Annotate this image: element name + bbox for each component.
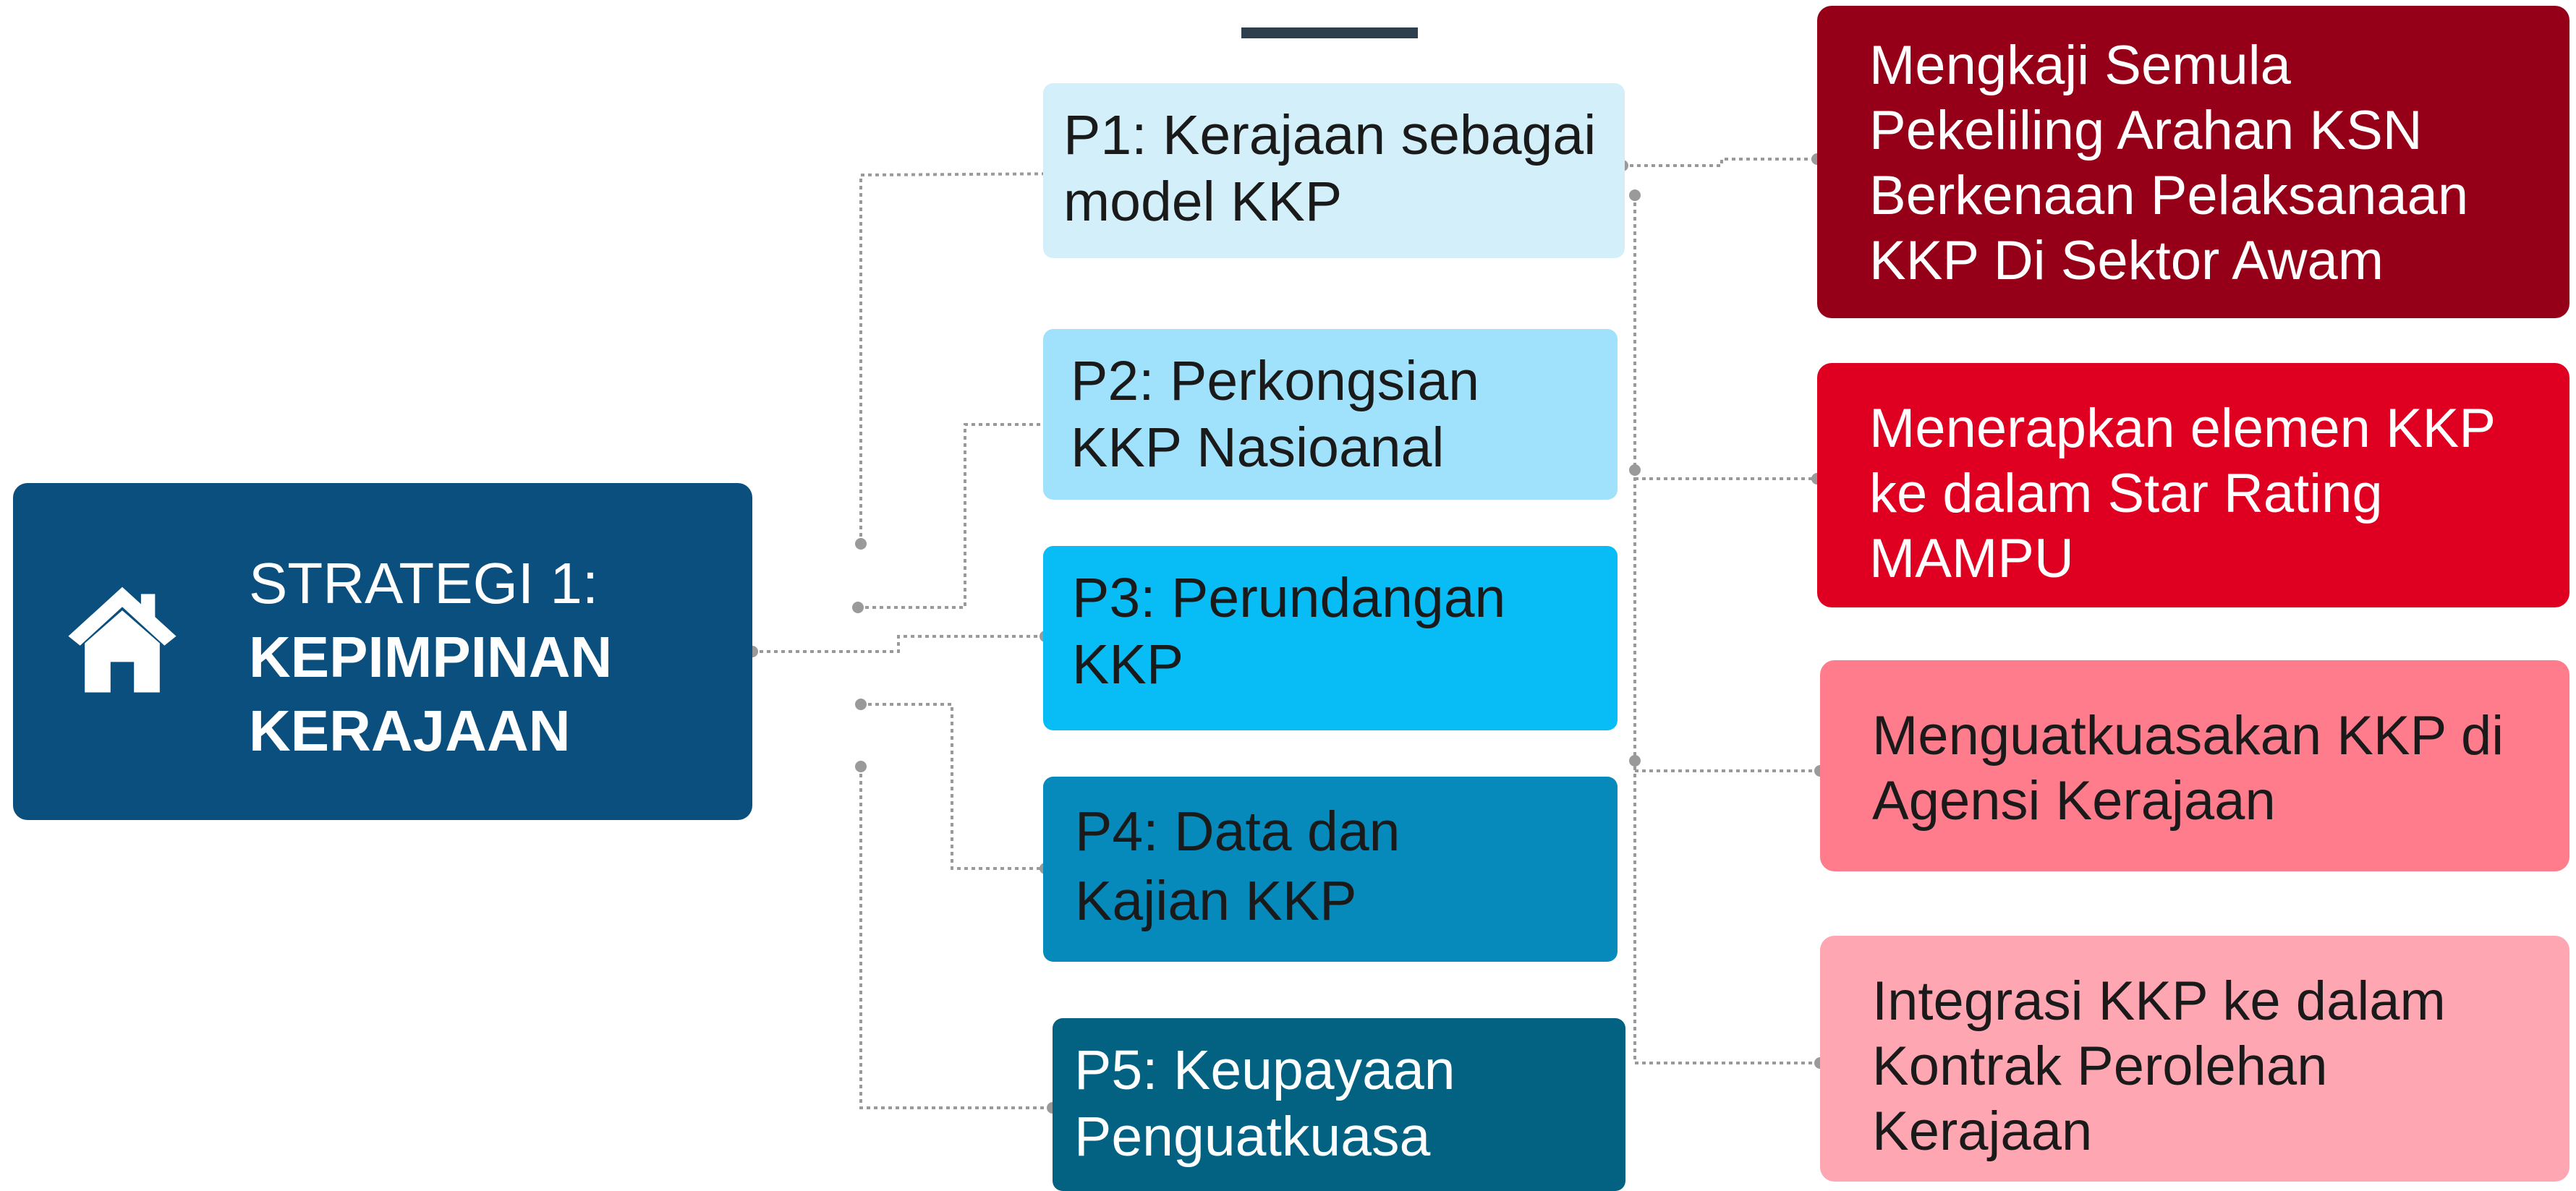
pillar-label: P5: Keupayaan Penguatkuasa xyxy=(1074,1039,1455,1168)
pillar-p1: P1: Kerajaan sebagai model KKP xyxy=(1043,83,1625,258)
connector-strategy-p3 xyxy=(752,635,1045,653)
initiative-3: Menguatkuasakan KKP di Agensi Kerajaan xyxy=(1820,660,2569,871)
initiative-4: Integrasi KKP ke dalam Kontrak Perolehan… xyxy=(1820,936,2569,1182)
pillar-label: P3: Perundangan KKP xyxy=(1072,567,1506,696)
pillar-p2: P2: Perkongsian KKP Nasioanal xyxy=(1043,329,1618,500)
connector-dot xyxy=(1629,189,1641,201)
initiative-label: Mengkaji Semula Pekeliling Arahan KSN Be… xyxy=(1869,35,2469,291)
initiative-2: Menerapkan elemen KKP ke dalam Star Rati… xyxy=(1817,363,2569,607)
strategy-label: STRATEGI 1: xyxy=(249,551,599,615)
pillar-label: P1: Kerajaan sebagai model KKP xyxy=(1063,104,1597,233)
header-accent-bar xyxy=(1241,27,1418,38)
connector-strategy-p5 xyxy=(859,767,1053,1109)
initiative-1: Mengkaji Semula Pekeliling Arahan KSN Be… xyxy=(1817,6,2569,318)
pillar-label: P4: Data dan Kajian KKP xyxy=(1075,801,1400,932)
strategy-title: KEPIMPINAN KERAJAAN xyxy=(249,625,613,763)
home-icon xyxy=(68,586,177,693)
pillar-label: P2: Perkongsian KKP Nasioanal xyxy=(1071,350,1480,479)
connector-dot xyxy=(855,538,867,550)
connector-p1-i1 xyxy=(1623,158,1817,167)
connector-dot xyxy=(855,699,867,710)
initiative-label: Integrasi KKP ke dalam Kontrak Perolehan… xyxy=(1872,970,2446,1162)
initiative-label: Menerapkan elemen KKP ke dalam Star Rati… xyxy=(1869,398,2495,589)
pillar-p3: P3: Perundangan KKP xyxy=(1043,546,1618,730)
pillar-p5: P5: Keupayaan Penguatkuasa xyxy=(1053,1018,1625,1191)
connector-strategy-p4 xyxy=(861,703,1045,870)
connector-dot xyxy=(852,602,864,613)
pillar-p4: P4: Data dan Kajian KKP xyxy=(1043,777,1618,962)
connector-dot xyxy=(1629,464,1641,476)
connector-dot xyxy=(1629,755,1641,767)
strategy-box: STRATEGI 1: KEPIMPINAN KERAJAAN xyxy=(13,483,752,820)
initiative-label: Menguatkuasakan KKP di Agensi Kerajaan xyxy=(1872,705,2504,832)
connector-dot xyxy=(855,761,867,772)
